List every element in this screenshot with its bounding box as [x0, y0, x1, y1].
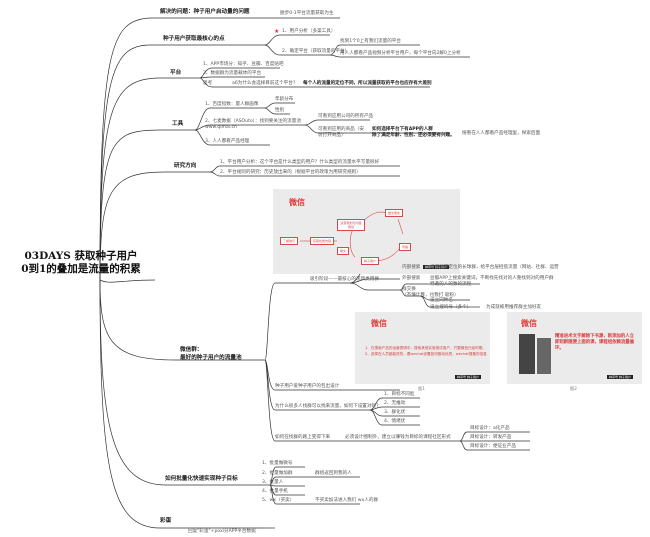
- goal-2: 目标设计：转发产品: [470, 435, 512, 440]
- goal-1: 目标设计：a化产品: [470, 426, 510, 431]
- branch-problem: 解决的问题：种子用户启动量的问题: [160, 9, 250, 15]
- tools-item-2: 2、七麦数据（ASOuto）：找到要关注的流量池: [205, 119, 301, 124]
- branch-platform: 平台: [170, 70, 182, 76]
- research-item-2: 2、平台规则的研究：历史放出来的（根据平台的政策为用研究规则）: [220, 170, 361, 175]
- batch-sub-1: 群组返回到我的人: [315, 471, 352, 476]
- core-point-sub-1: 找到1个0上有我们流量的平台: [340, 39, 401, 44]
- image-logo-2: 种草号 种子用户: [455, 375, 481, 379]
- wechat-flow-image: 微信 了解他们 获取优质内容 运营规划与内容规划 做交朋友 传播 爆文 种子用户…: [273, 189, 460, 274]
- branch-tools: 工具: [172, 121, 184, 127]
- tools-bold-2: 除了满足年龄、性别、还必须要有兴趣。: [372, 133, 455, 138]
- root-line-2: 0到1的叠加是流量的积累: [21, 263, 141, 275]
- wechat-tips-image: 微信 1、在搜索产品的运营表明中，搜索其他实验测试用户，只要微信已经时期， 2、…: [355, 312, 490, 384]
- wechat-right-3: 外部搜索: [402, 276, 421, 281]
- branch-problem-item: 脱步0-1平台流量获取为主: [280, 11, 334, 16]
- wechat-brand-2: 微信: [371, 319, 387, 328]
- wechat-item-2: 种子用户爱种子用户的包出设计: [275, 384, 340, 389]
- platform-item-4: a6为什么会选择目前这个平台?: [232, 81, 296, 86]
- batch-item-4: 4、批量手机: [262, 489, 288, 494]
- wechat-brand: 微信: [289, 198, 305, 207]
- tools-bold-1: 如何选择平台下有APP的人群: [372, 127, 433, 132]
- easter-egg-item: 回复"彩蛋"+poxi分APP平台数据: [188, 529, 256, 534]
- wechat-right-9: 设立搜询号（多个）: [430, 305, 472, 310]
- phone-screenshot-2: [537, 338, 551, 374]
- root-line-1: 03DAYS 获取种子用户: [24, 250, 138, 262]
- wechat-right-6: 特邀的人的数的流程: [430, 282, 472, 287]
- flow-node-7: 种子用户: [361, 257, 380, 265]
- root-topic: 03DAYS 获取种子用户 0到1的叠加是流量的积累: [6, 250, 156, 276]
- tools-qimai-url: www.qimai.cn: [205, 125, 237, 130]
- tools-gender: 性别: [275, 108, 285, 113]
- research-item-1: 1、平台用户分析：这个平台是什么类型的用户？什么类型的流量水平写量很好: [220, 160, 380, 165]
- flow-node-4: 做交朋友: [385, 209, 404, 217]
- batch-item-5: 5、wx（买卖）: [262, 498, 295, 503]
- core-point-sub-2: 用人人都看产品视频分析平台用户，每个平台向2解0上分析: [340, 51, 461, 56]
- flow-node-1: 了解他们: [280, 237, 299, 245]
- image-logo: 种草号 种子用户: [423, 265, 449, 269]
- caption-1: 图1: [418, 386, 425, 391]
- wechat-brand-3: 微信: [521, 319, 537, 328]
- flow-node-6: 爆文: [337, 247, 350, 255]
- branch-core-point: 种子用户获取最核心的点: [163, 36, 225, 42]
- wechat-right-1: 内部搜索: [402, 265, 421, 270]
- tools-sub-2: 可看到应用的商品（安装打开商品）: [318, 127, 364, 138]
- wechat-item-4: 如何在找群的路上变得下来: [275, 435, 331, 440]
- caption-2: 图2: [570, 386, 577, 391]
- branch-easter-egg: 彩蛋: [160, 518, 172, 524]
- platform-item-2: 2、数据群为流量载体的平台: [203, 71, 262, 76]
- branch-batch: 如何批量化快速实现种子目标: [165, 476, 238, 482]
- reason-3: 3、群化优: [384, 410, 406, 415]
- wechat-item-1: 吸引阶段——最核心的求新类用群: [310, 277, 379, 282]
- tools-item-3: 3、人人都看产品经理: [205, 139, 250, 144]
- reason-2: 2、无推动: [384, 401, 406, 406]
- wechat-right-8: 设立同种名: [430, 298, 453, 303]
- flow-node-2: 获取优质内容: [310, 237, 335, 245]
- star-icon: ★: [274, 28, 280, 35]
- reason-1: 1、目标不同脸: [384, 392, 415, 397]
- batch-item-1: 1、批量做微号: [262, 461, 293, 466]
- group-text: 精准进术文字解除下书源，新添加的人立即则群随便上面的课，课程组依赖流量循环。: [555, 334, 635, 351]
- flow-node-5: 传播: [399, 243, 412, 251]
- branch-wechat-sub: 最好的种子用户的流量池: [180, 355, 242, 361]
- platform-conclusion: 每个人的流量的定位不同，所以流量获取的平台也应存有大差别: [303, 81, 432, 86]
- tools-extra: 搜看在人人都看产品经理里，探索后面: [462, 131, 541, 136]
- wechat-right-2: 组增流量定位的长球群，给平台层招揽流量（网站、社群、运营: [430, 265, 559, 270]
- core-point-item-1: 1、用户分析（多渠工具）: [282, 29, 336, 34]
- tips-point-1: 1、在搜索产品的运营表明中，搜索其他实验测试用户，只要微信已经时期，: [365, 346, 486, 350]
- batch-sub-2: 不买卖加法进入我们 wx人的群: [315, 498, 379, 503]
- wechat-right-7: （不懂计算，也我打 吸粉）: [402, 293, 459, 298]
- image-logo-3: 种草号 种子用户: [607, 375, 633, 379]
- phone-screenshot: [519, 334, 535, 374]
- tools-sub-1: 可看到应用公司的所有产品: [318, 114, 374, 119]
- batch-item-3: 3、批量人: [262, 480, 284, 485]
- wechat-item-5: 必须设计圈制外，建立以赚钱为目标的课程社区形式: [345, 435, 451, 440]
- tools-item-1: 1、百度指数：量人群画像: [205, 102, 259, 107]
- wechat-right-5: 群交换: [402, 287, 416, 292]
- core-point-item-2: 2、确定平台（获取流量的平台）: [282, 49, 350, 54]
- wechat-right-10: 为成就被用推荐群主加好友: [486, 305, 542, 310]
- goal-3: 目标设计：便证业产品: [470, 444, 516, 449]
- flow-node-3: 运营规划与内容规划: [337, 219, 365, 231]
- reason-4: 4、情绪优: [384, 419, 406, 424]
- wechat-group-image: 微信 精准进术文字解除下书源，新添加的人立即则群随便上面的课，课程组依赖流量循环…: [507, 312, 642, 384]
- wechat-item-3: 为什么很多人找群可以找来流量，如何下设置对呢？: [275, 404, 381, 409]
- wechat-right-4: 豆瓣APP上搜索关键词，不断找先找对的人重找到对的用户群: [430, 276, 554, 281]
- platform-item-3: 思考: [203, 81, 213, 86]
- branch-research: 研究方向: [174, 163, 197, 169]
- batch-item-2: 2、批量做加群: [262, 471, 293, 476]
- platform-item-1: 1、APP市场分：知乎、豆瓣、百度贴吧: [203, 62, 284, 67]
- branch-wechat: 微信群：: [180, 347, 203, 353]
- tools-age: 年龄分布: [275, 97, 294, 102]
- tips-point-2: 2、选择在人员都能改的，看wechat设置如何推动优质、wechat搜集的信息: [365, 352, 487, 356]
